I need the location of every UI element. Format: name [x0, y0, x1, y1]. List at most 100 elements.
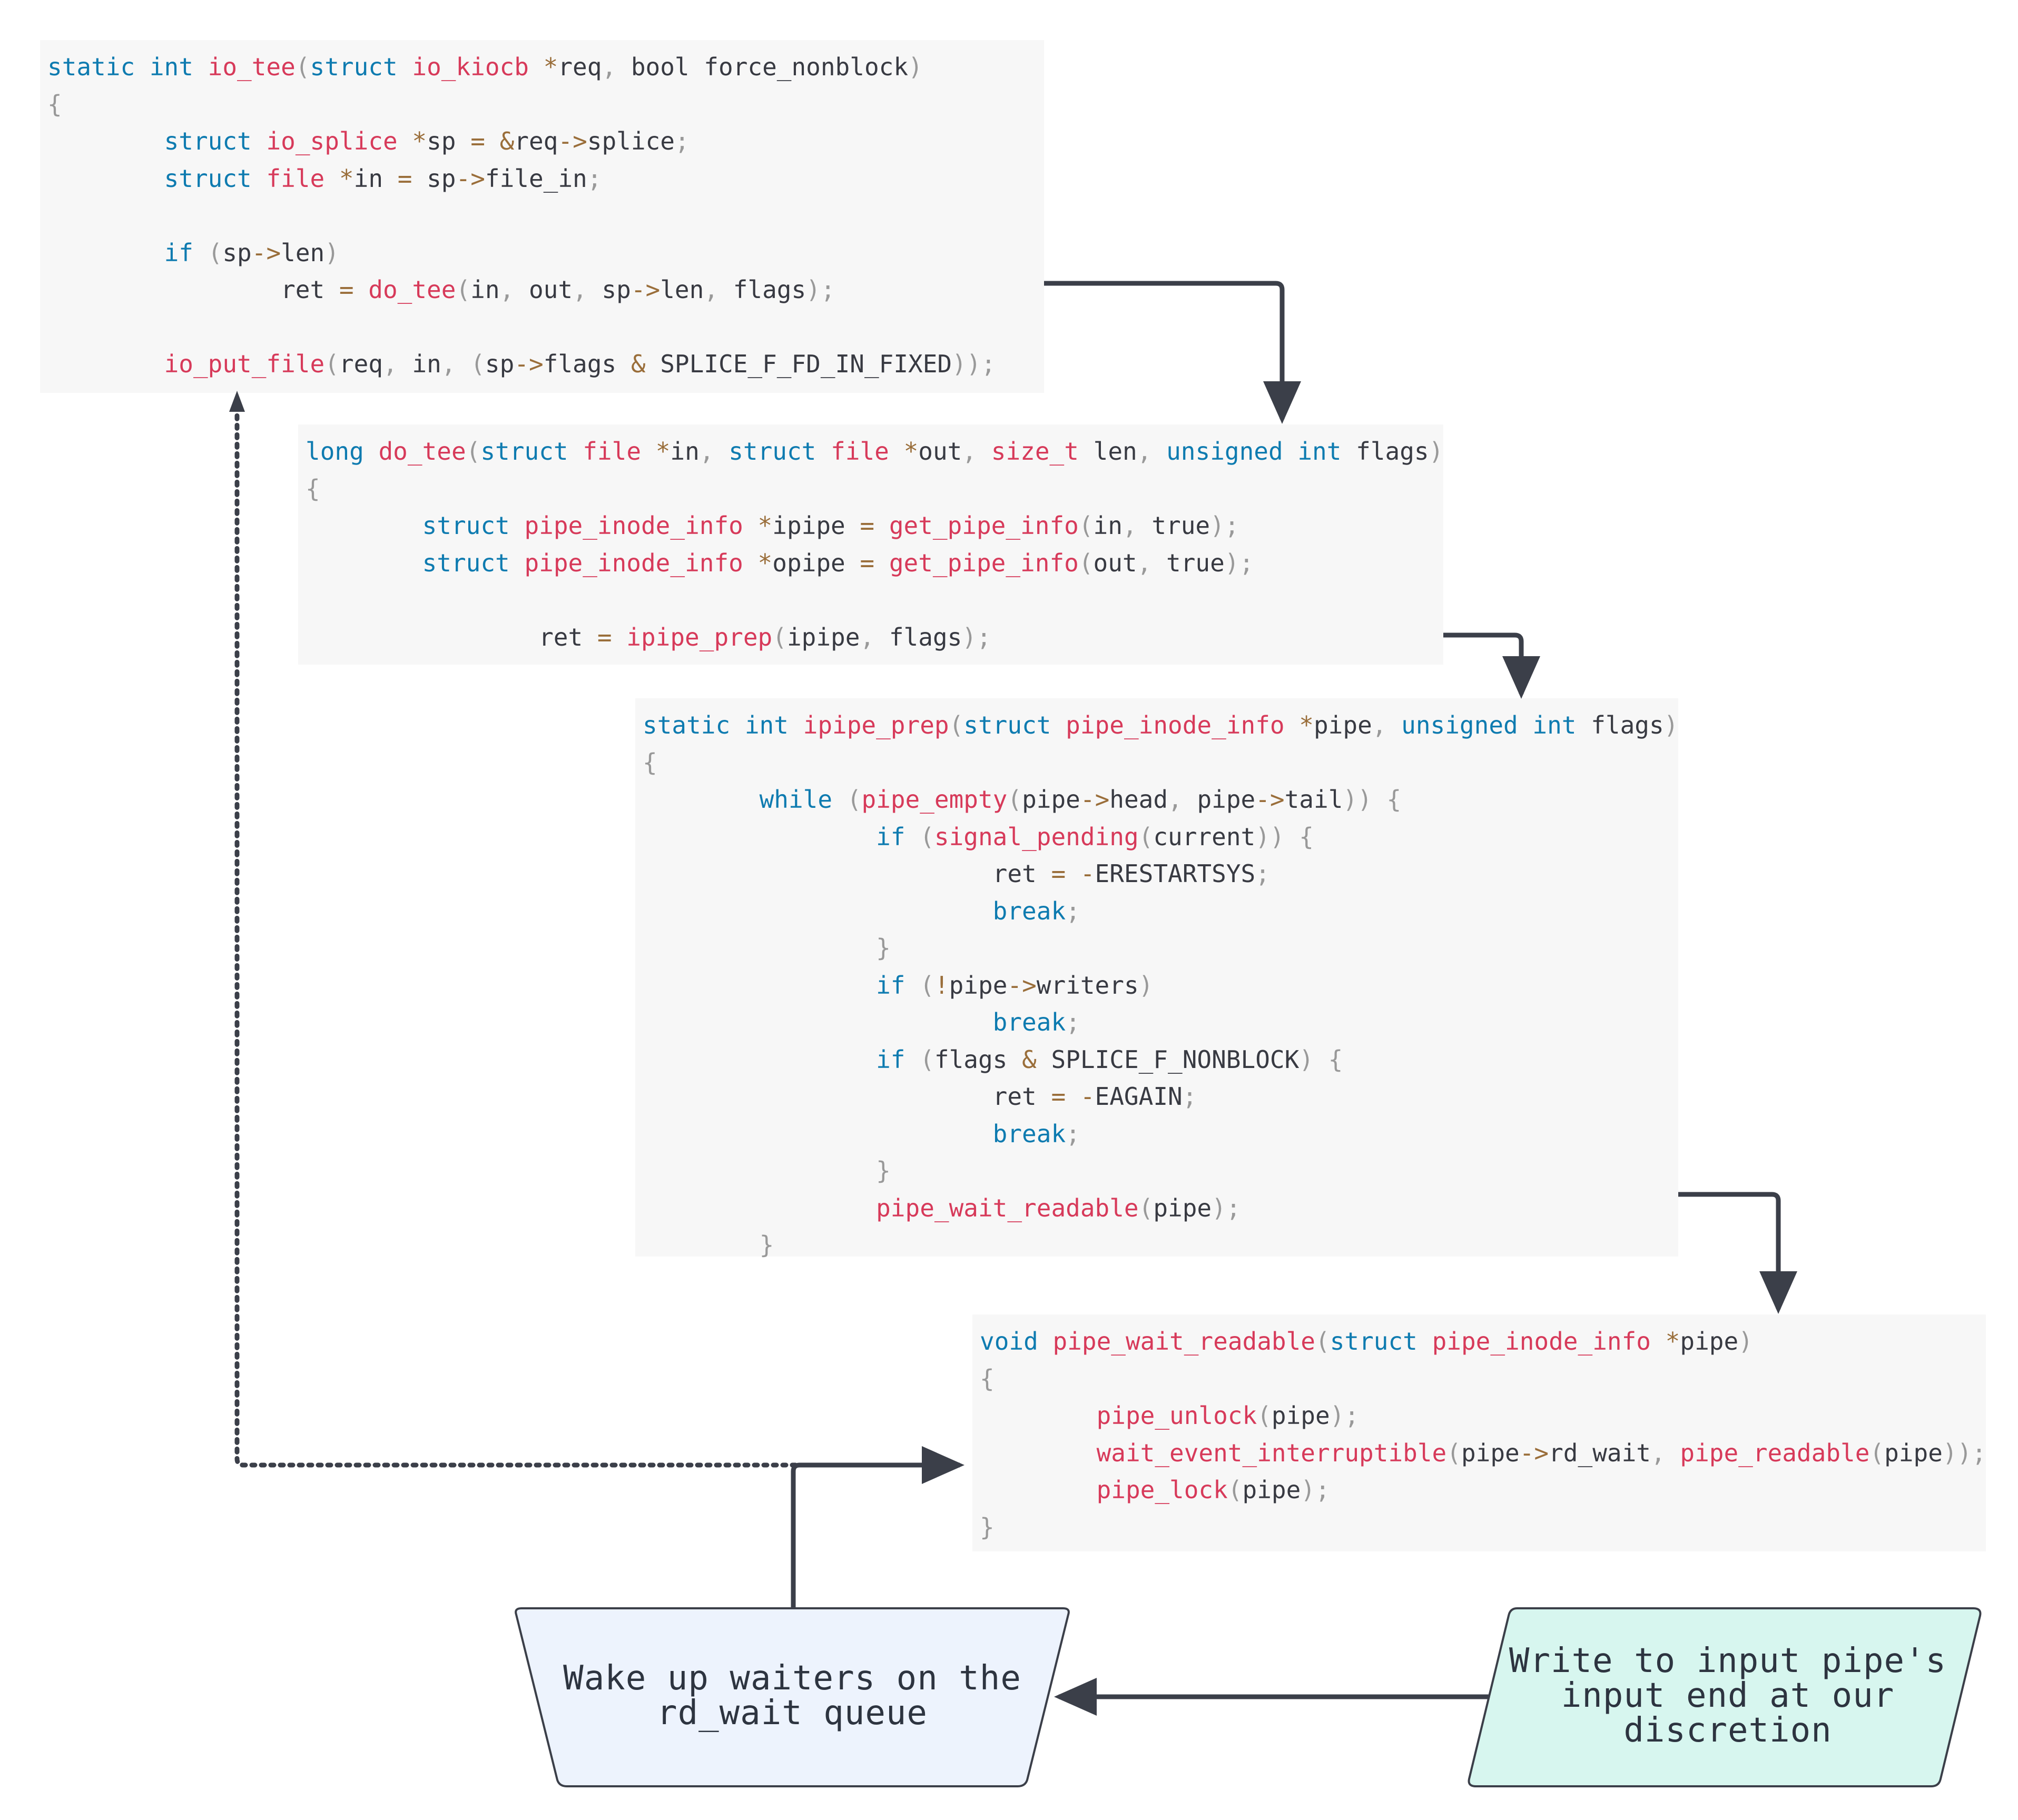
code-token: );: [1224, 548, 1254, 577]
code-token: long: [306, 437, 379, 466]
code-line: {: [980, 1360, 995, 1397]
code-token: writers: [1036, 971, 1139, 1000]
code-token: {: [306, 474, 320, 503]
code-token: pipe: [1153, 1193, 1212, 1222]
code-token: pipe_inode_info: [1066, 711, 1300, 739]
io-tee-code-block: static int io_tee(struct io_kiocb *req, …: [40, 40, 1044, 393]
code-token: ): [1429, 437, 1444, 466]
code-token: flags: [889, 622, 962, 651]
code-token: pipe_wait_readable: [876, 1193, 1139, 1222]
code-token: )) {: [1343, 785, 1402, 814]
code-token: &: [1022, 1045, 1051, 1074]
code-token: *: [1299, 711, 1314, 739]
code-token: =: [397, 164, 427, 193]
code-token: *: [339, 164, 354, 193]
code-line: ret = -ERESTARTSYS;: [643, 855, 1270, 892]
write-input-pipe-label: Write to input pipe's input end at our d…: [1496, 1633, 1960, 1759]
code-token: in: [470, 275, 500, 304]
code-token: (: [456, 275, 471, 304]
code-token: pipe: [1022, 785, 1080, 814]
code-token: len: [281, 238, 325, 267]
code-line: }: [643, 929, 891, 966]
code-token: unsigned int: [1166, 437, 1356, 466]
code-token: flags: [1591, 711, 1664, 739]
code-token: len: [1093, 437, 1137, 466]
code-token: true: [1151, 511, 1210, 540]
code-token: *: [757, 548, 773, 577]
do-tee-code-block: long do_tee(struct file *in, struct file…: [298, 424, 1443, 665]
code-token: in: [670, 437, 700, 466]
code-token: );: [1301, 1476, 1330, 1504]
arrow-io-tee-to-do-tee: [1044, 281, 1301, 424]
code-token: ->: [251, 238, 281, 267]
code-token: =: [339, 275, 369, 304]
code-token: ));: [1942, 1438, 1986, 1467]
code-line: static int io_tee(struct io_kiocb *req, …: [47, 48, 923, 85]
code-token: flags: [934, 1045, 1022, 1074]
code-token: ,: [1137, 437, 1167, 466]
code-token: ret: [643, 859, 1051, 888]
code-token: (: [295, 53, 310, 81]
arrow-wake-to-wait: [791, 1446, 964, 1607]
code-token: req: [558, 53, 602, 81]
code-token: = &: [470, 127, 515, 155]
code-line: if (!pipe->writers): [643, 967, 1153, 1004]
code-token: = -: [1051, 859, 1095, 888]
code-token: wait_event_interruptible: [1096, 1438, 1447, 1467]
code-token: file: [266, 164, 339, 193]
code-token: (: [466, 437, 481, 466]
code-token: in: [1093, 511, 1123, 540]
code-token: ;: [674, 127, 690, 155]
code-token: =: [860, 548, 889, 577]
code-token: *: [543, 53, 558, 81]
code-line: ret = -EAGAIN;: [643, 1078, 1197, 1115]
code-token: pipe: [1461, 1438, 1520, 1467]
code-token: req: [339, 350, 383, 378]
code-token: opipe: [772, 548, 860, 577]
code-token: static int: [47, 53, 208, 81]
code-token: ,: [573, 275, 602, 304]
code-token: head: [1109, 785, 1168, 814]
code-line: if (flags & SPLICE_F_NONBLOCK) {: [643, 1041, 1343, 1078]
code-token: io_splice: [266, 127, 412, 155]
code-token: (: [1869, 1438, 1885, 1467]
code-token: io_kiocb: [412, 53, 544, 81]
code-token: );: [1330, 1401, 1360, 1430]
code-token: do_tee: [368, 275, 456, 304]
code-token: *: [903, 437, 919, 466]
code-token: sp: [602, 275, 631, 304]
code-token: ->: [514, 350, 544, 378]
code-token: req: [514, 127, 558, 155]
code-token: ): [1138, 971, 1154, 1000]
code-token: );: [1212, 1193, 1241, 1222]
ipipe-prep-code-block: static int ipipe_prep(struct pipe_inode_…: [635, 698, 1678, 1259]
code-token: (: [949, 711, 964, 739]
wake-up-waiters-shape: [515, 1607, 1070, 1787]
code-token: (: [1138, 1193, 1154, 1222]
code-token: (: [1227, 1476, 1243, 1504]
code-token: )) {: [1255, 822, 1314, 851]
code-token: (: [324, 350, 339, 378]
code-token: ipipe: [772, 511, 860, 540]
code-token: );: [806, 275, 835, 304]
write-input-pipe-shape: [1468, 1607, 1982, 1787]
code-line: }: [643, 1226, 774, 1263]
code-token: ipipe_prep: [803, 711, 949, 739]
code-token: SPLICE_F_NONBLOCK: [1051, 1045, 1300, 1074]
code-token: tail: [1284, 785, 1343, 814]
code-token: );: [1210, 511, 1239, 540]
code-token: ->: [456, 164, 485, 193]
code-token: while: [759, 785, 847, 814]
code-token: signal_pending: [934, 822, 1139, 851]
code-token: (: [1007, 785, 1022, 814]
code-token: struct: [963, 711, 1066, 739]
code-token: flags: [1356, 437, 1429, 466]
code-token: break: [992, 1008, 1066, 1036]
code-token: ;: [1255, 859, 1270, 888]
code-token: }: [759, 1231, 774, 1259]
code-token: ): [908, 53, 923, 81]
code-line: break;: [643, 893, 1080, 929]
code-token: =: [597, 622, 627, 651]
code-token: if: [164, 238, 208, 267]
